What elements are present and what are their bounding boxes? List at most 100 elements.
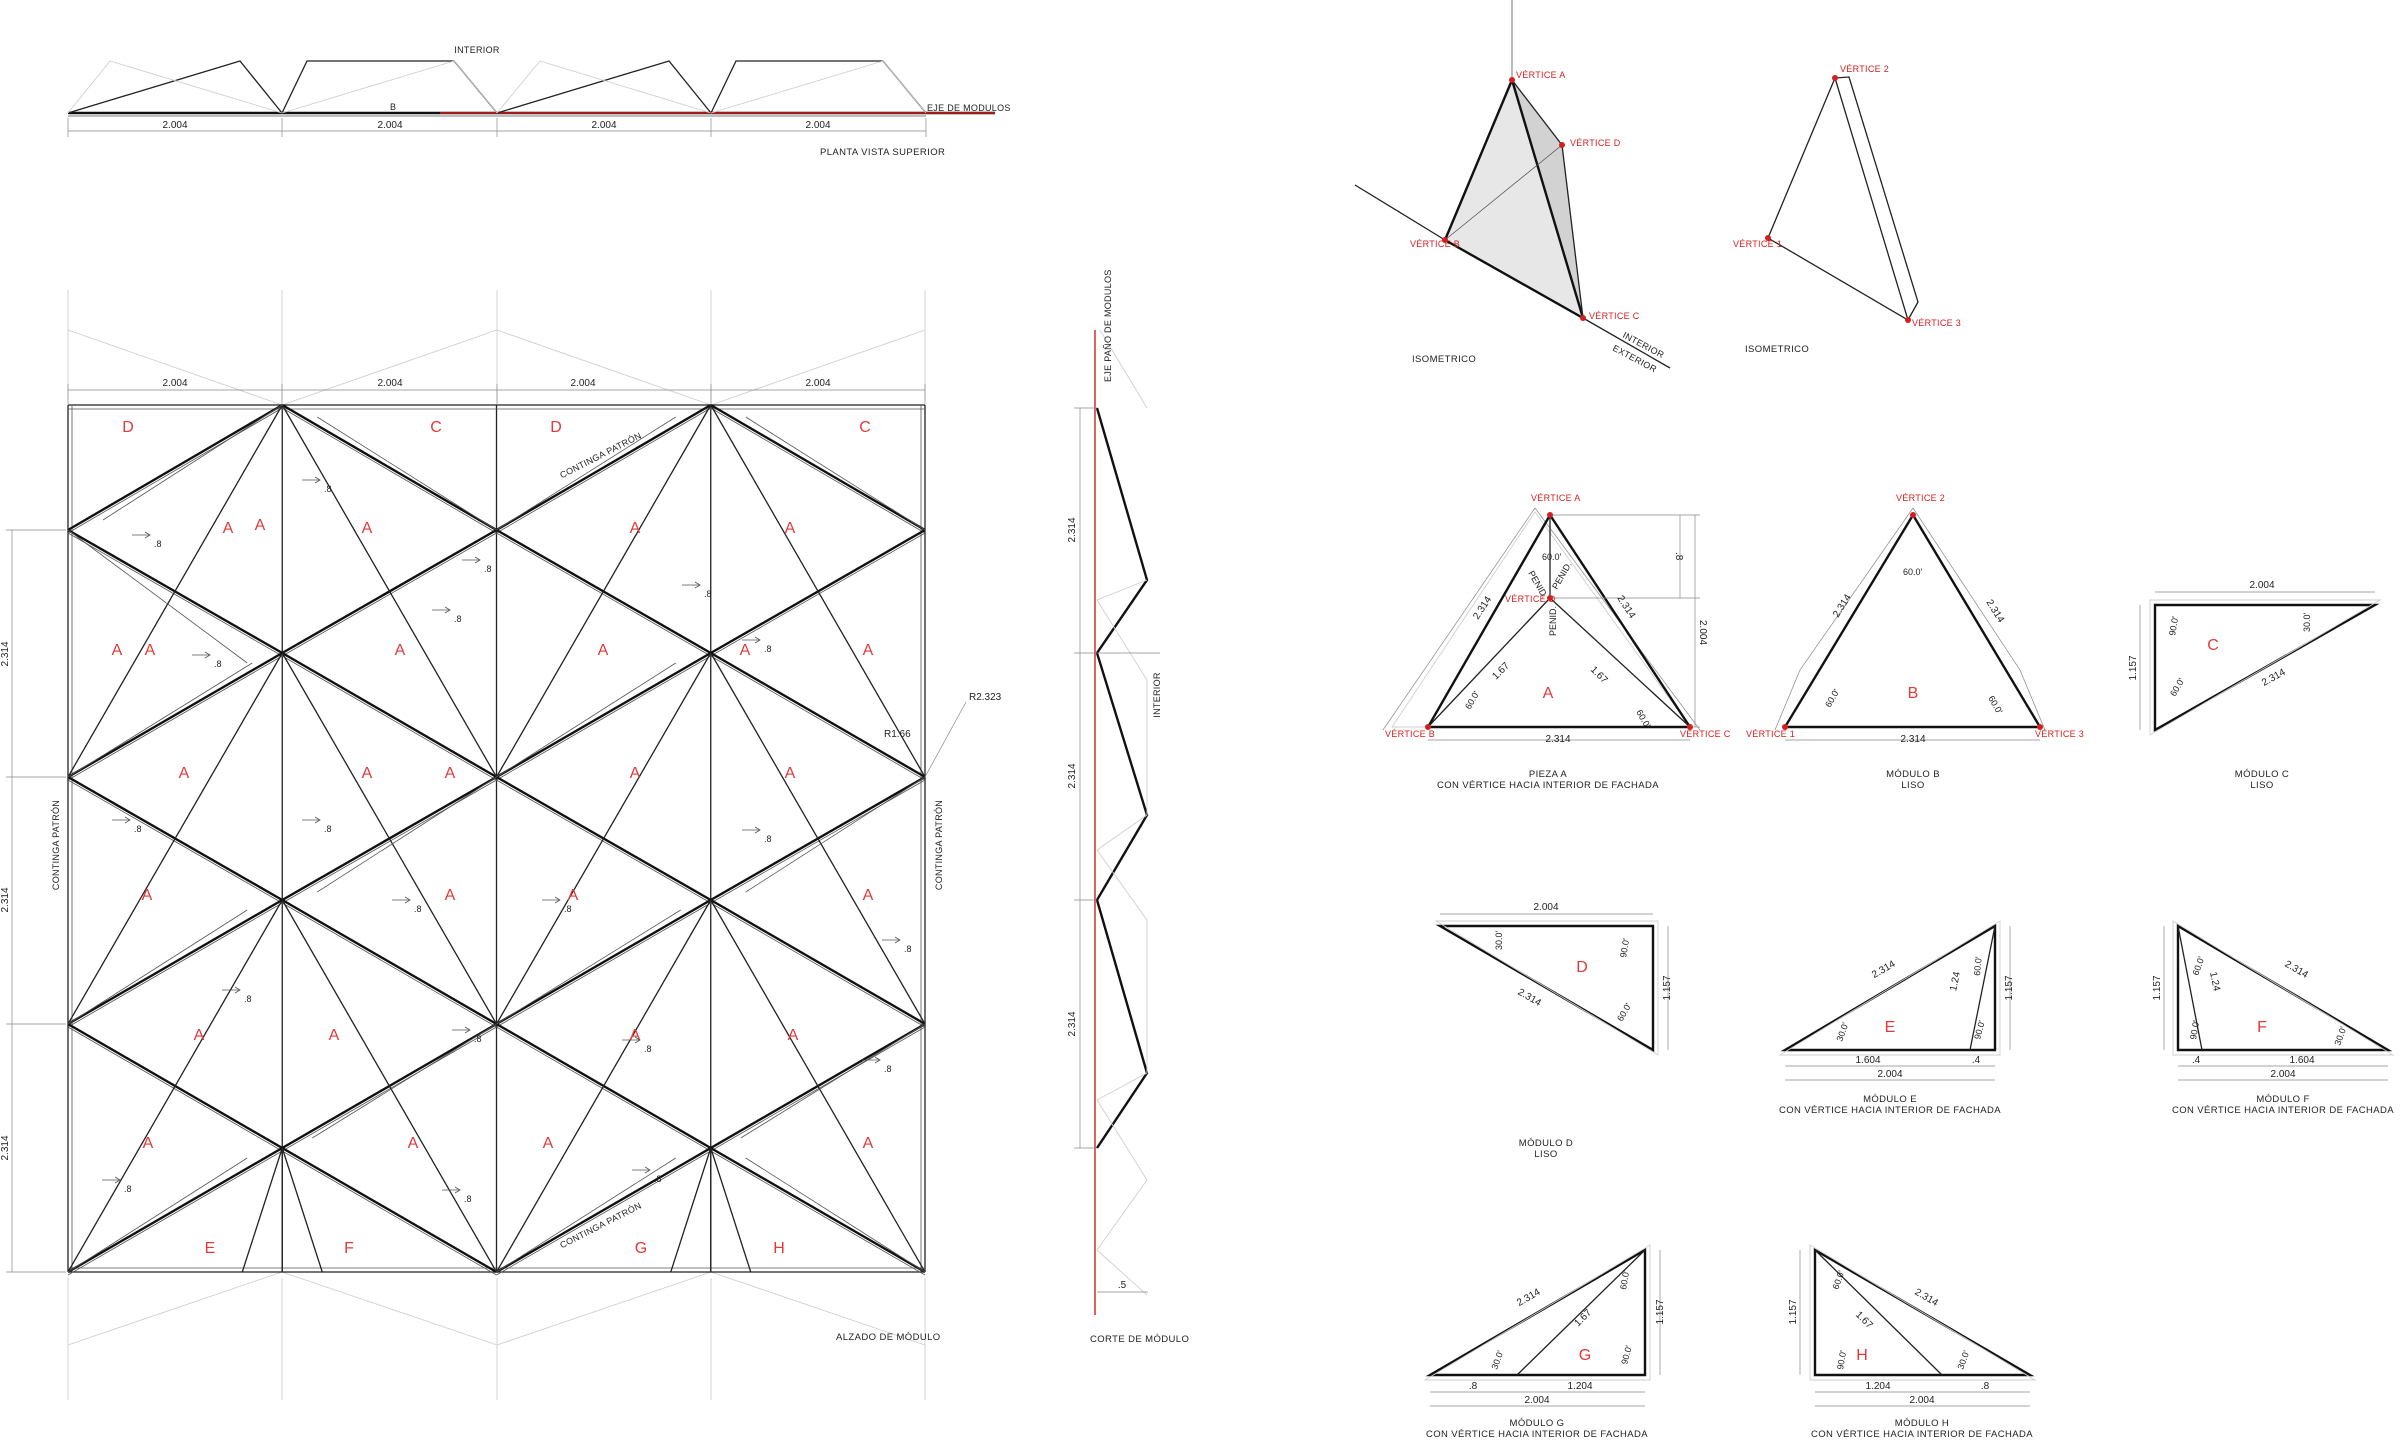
iso-a-vertex-d: VÉRTICE D [1570, 138, 1621, 148]
small-dim-label: .8 [414, 904, 422, 914]
iso-a-title: ISOMETRICO [1412, 354, 1476, 365]
pattern-line [241, 1147, 283, 1273]
module-d-angle-1: 30.0' [1494, 930, 1504, 950]
elevation-side-dimensions [6, 529, 66, 1273]
piece-a-vertex-c: VÉRTICE C [1680, 729, 1731, 739]
module-b-detail: VÉRTICE 2 VÉRTICE 1 VÉRTICE 3 B 60.0' 60… [1746, 493, 2084, 791]
direction-arrow-head [644, 1166, 651, 1174]
small-dim-label: .8 [884, 1064, 892, 1074]
piece-a-height: 2.004 [1697, 620, 1708, 645]
elevation-module-letter: A [785, 765, 796, 782]
module-b-base: 2.314 [1900, 734, 1925, 745]
pattern-line [67, 404, 283, 778]
pattern-line [710, 404, 926, 778]
pattern-line [102, 404, 283, 521]
module-d-angle-2: 90.0' [1618, 937, 1631, 958]
small-dim-label: .8 [124, 1184, 132, 1194]
pattern-line [495, 403, 712, 532]
direction-arrow-head [144, 531, 151, 539]
module-c-top: 2.004 [2249, 580, 2274, 591]
module-c-caption-2: LISO [2250, 780, 2273, 791]
section-axis-label: EJE PAÑO DE MODULOS [1103, 269, 1113, 382]
module-f-base2: 1.604 [2289, 1055, 2314, 1066]
pattern-line [67, 651, 283, 779]
elevation-module-letter: A [568, 887, 579, 904]
pattern-line [495, 404, 712, 778]
elevation-module-letter: A [598, 642, 609, 659]
small-dim-label: .8 [454, 614, 462, 624]
module-e-angle-3: 90.0' [1972, 1019, 1987, 1040]
iso-a-vertex-a: VÉRTICE A [1516, 70, 1566, 80]
piece-a-angle-top: 60.0' [1542, 552, 1562, 562]
iso-b-vertex-2: VÉRTICE 2 [1840, 64, 1889, 74]
pattern-line [67, 1157, 248, 1273]
direction-arrow-head [754, 826, 761, 834]
plan-dim-2: 2.004 [377, 120, 402, 131]
elevation-module-letter: H [773, 1240, 785, 1257]
module-g-caption-1: MÓDULO G [1510, 1418, 1565, 1429]
piece-a-caption-2: CON VÉRTICE HACIA INTERIOR DE FACHADA [1437, 780, 1659, 791]
module-b-side-right: 2.314 [1983, 598, 2006, 625]
module-section: INTERIOR 2.314 2.314 2.314 .5 EJE PAÑO D… [1067, 269, 1189, 1345]
pattern-line [710, 655, 926, 781]
pattern-line [495, 899, 712, 1273]
pattern-line [67, 662, 253, 778]
module-d-caption-1: MÓDULO D [1519, 1138, 1573, 1149]
pattern-line [67, 407, 283, 534]
elev-side-dim-3: 2.314 [0, 1135, 11, 1160]
elevation-module-letter: A [863, 887, 874, 904]
small-dim-label: .8 [564, 904, 572, 914]
module-h-angle-2: 90.0' [1835, 1349, 1848, 1370]
module-c-side: 1.157 [2128, 655, 2139, 680]
pattern-line [710, 898, 926, 1026]
pattern-line [281, 1271, 498, 1346]
radius-label-inner: R1.66 [884, 729, 911, 740]
module-e-base2: .4 [1972, 1055, 1981, 1066]
plan-dim-3: 2.004 [591, 120, 616, 131]
direction-arrow-head [444, 606, 451, 614]
module-f-hyp: 2.314 [2283, 959, 2311, 981]
module-g-base2: 1.204 [1567, 1381, 1592, 1392]
pattern-line [282, 655, 497, 781]
module-d-detail: 2.004 1.157 2.314 D 30.0' 90.0' 60.0' MÓ… [1434, 902, 1673, 1160]
section-interior-label: INTERIOR [1152, 672, 1162, 718]
pattern-line [710, 407, 926, 534]
pattern-line [67, 779, 283, 904]
module-g-letter: G [1579, 1347, 1591, 1364]
module-f-caption-1: MÓDULO F [2256, 1094, 2309, 1105]
plan-dim-1: 2.004 [162, 120, 187, 131]
direction-arrow-head [314, 476, 321, 484]
small-dim-label: .8 [764, 834, 772, 844]
small-dim-label: .8 [644, 1044, 652, 1054]
module-c-detail: 2.004 1.157 2.314 C 30.0' 90.0' 60.0' MÓ… [2128, 580, 2382, 791]
elevation-module-letter: A [863, 642, 874, 659]
elevation-module-letter: A [863, 1135, 874, 1152]
small-dim-label: .8 [244, 994, 252, 1004]
pattern-line [496, 662, 676, 778]
pattern-line [710, 652, 926, 1025]
module-f-detail: 2.314 1.157 1.24 .4 1.604 2.004 F 60.0' … [2152, 920, 2395, 1116]
elevation-module-letter: A [788, 1027, 799, 1044]
pattern-line [67, 898, 283, 1026]
small-dim-label: .8 [324, 484, 332, 494]
module-g-angle-1: 30.0' [1489, 1349, 1505, 1371]
pattern-line [745, 776, 926, 893]
pattern-line [496, 416, 676, 531]
section-dim-1: 2.314 [1067, 517, 1078, 542]
module-f-inner: 1.24 [2207, 971, 2222, 993]
small-dim-label: .8 [464, 1194, 472, 1204]
iso-b-title: ISOMETRICO [1745, 344, 1809, 355]
direction-arrow-head [124, 816, 131, 824]
module-h-letter: H [1856, 1347, 1868, 1364]
iso-b-vertex-1: VÉRTICE 1 [1733, 239, 1782, 249]
piece-a-angle-left: 60.0' [1463, 689, 1481, 711]
pattern-line [67, 899, 283, 1273]
direction-arrow-head [894, 936, 901, 944]
piece-a-top: .8 [1673, 552, 1684, 561]
pattern-line [710, 779, 926, 904]
section-dim-2: 2.314 [1067, 763, 1078, 788]
elevation-module-letter: A [179, 765, 190, 782]
module-g-inner: 1.67 [1572, 1307, 1594, 1329]
section-bottom-dim: .5 [1118, 1280, 1127, 1291]
pattern-line [670, 1147, 712, 1273]
